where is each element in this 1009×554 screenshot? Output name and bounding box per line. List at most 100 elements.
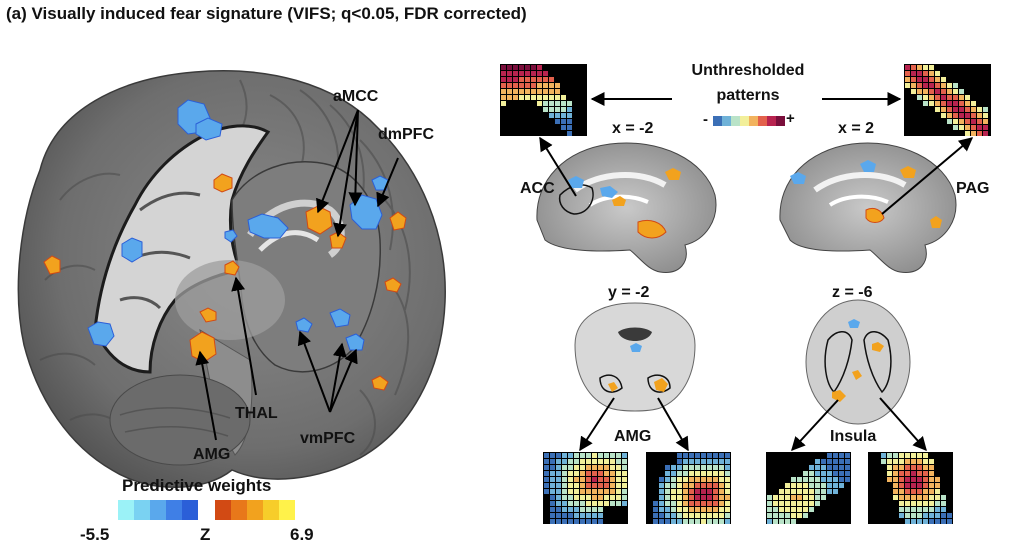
pattern-voxel xyxy=(935,89,940,94)
pattern-voxel xyxy=(797,513,802,518)
pattern-voxel xyxy=(959,125,964,130)
pattern-voxel xyxy=(549,101,554,106)
pattern-voxel xyxy=(567,107,572,112)
pattern-voxel xyxy=(665,477,670,482)
pattern-voxel xyxy=(929,89,934,94)
predictive-weights-title: Predictive weights xyxy=(122,476,272,495)
pattern-voxel xyxy=(695,459,700,464)
pattern-voxel xyxy=(574,501,579,506)
pattern-voxel xyxy=(665,465,670,470)
pattern-voxel xyxy=(719,495,724,500)
pattern-voxel xyxy=(568,471,573,476)
pattern-voxel xyxy=(671,519,676,524)
pattern-voxel xyxy=(695,477,700,482)
pattern-voxel xyxy=(959,95,964,100)
pattern-voxel xyxy=(616,495,621,500)
pattern-voxel xyxy=(671,513,676,518)
pattern-voxel xyxy=(809,489,814,494)
pattern-voxel xyxy=(586,513,591,518)
pattern-voxel xyxy=(543,71,548,76)
pattern-voxel xyxy=(677,507,682,512)
pattern-voxel xyxy=(941,77,946,82)
pattern-voxel xyxy=(604,471,609,476)
pattern-voxel xyxy=(513,77,518,82)
pattern-voxel xyxy=(983,113,988,118)
pattern-voxel xyxy=(893,489,898,494)
pattern-voxel xyxy=(803,495,808,500)
pattern-voxel xyxy=(935,513,940,518)
pattern-voxel xyxy=(971,113,976,118)
pattern-voxel xyxy=(562,495,567,500)
pattern-voxel xyxy=(929,71,934,76)
pattern-voxel xyxy=(568,453,573,458)
pattern-voxel xyxy=(773,501,778,506)
pattern-voxel xyxy=(923,465,928,470)
pattern-voxel xyxy=(929,489,934,494)
pattern-voxel xyxy=(507,77,512,82)
pattern-voxel xyxy=(610,465,615,470)
axial-slice xyxy=(805,299,911,425)
pattern-voxel xyxy=(785,483,790,488)
pattern-voxel xyxy=(911,477,916,482)
pattern-voxel xyxy=(779,519,784,524)
pattern-voxel xyxy=(543,107,548,112)
pattern-voxel xyxy=(671,477,676,482)
zoom-box-insula-left xyxy=(766,452,851,524)
pattern-voxel xyxy=(562,459,567,464)
pattern-voxel xyxy=(959,89,964,94)
pattern-voxel xyxy=(531,83,536,88)
pattern-voxel xyxy=(574,513,579,518)
pattern-voxel xyxy=(713,459,718,464)
pattern-voxel xyxy=(923,101,928,106)
pattern-voxel xyxy=(929,483,934,488)
pattern-voxel xyxy=(586,507,591,512)
label-amcc: aMCC xyxy=(333,88,379,105)
pattern-voxel xyxy=(544,453,549,458)
pattern-voxel xyxy=(899,471,904,476)
pattern-voxel xyxy=(695,507,700,512)
pattern-voxel xyxy=(911,65,916,70)
pattern-voxel xyxy=(683,519,688,524)
pattern-voxel xyxy=(929,95,934,100)
pattern-voxel xyxy=(519,89,524,94)
pattern-voxel xyxy=(833,465,838,470)
slice-label-z: z = -6 xyxy=(832,284,873,301)
slice-label-x-left: x = -2 xyxy=(612,120,654,137)
pattern-voxel xyxy=(701,513,706,518)
pattern-voxel xyxy=(695,483,700,488)
pattern-voxel xyxy=(501,71,506,76)
pattern-voxel xyxy=(665,483,670,488)
pattern-voxel xyxy=(845,471,850,476)
pattern-voxel xyxy=(544,483,549,488)
pattern-voxel xyxy=(519,65,524,70)
pattern-voxel xyxy=(929,471,934,476)
unthresholded-minus: - xyxy=(703,111,708,128)
pattern-voxel xyxy=(689,489,694,494)
pattern-voxel xyxy=(911,459,916,464)
pattern-voxel xyxy=(839,453,844,458)
pattern-voxel xyxy=(797,489,802,494)
pattern-voxel xyxy=(905,501,910,506)
pattern-voxel xyxy=(604,453,609,458)
slice-label-y: y = -2 xyxy=(608,284,650,301)
pattern-voxel xyxy=(719,453,724,458)
pattern-voxel xyxy=(586,465,591,470)
colorbar-swatch xyxy=(182,500,198,520)
pattern-voxel xyxy=(556,477,561,482)
pattern-voxel xyxy=(707,453,712,458)
pattern-voxel xyxy=(917,507,922,512)
pattern-voxel xyxy=(839,465,844,470)
pattern-voxel xyxy=(592,477,597,482)
pattern-voxel xyxy=(555,113,560,118)
pattern-voxel xyxy=(598,465,603,470)
pattern-voxel xyxy=(827,459,832,464)
pattern-voxel xyxy=(941,83,946,88)
pattern-voxel xyxy=(543,95,548,100)
pattern-voxel xyxy=(779,513,784,518)
pattern-voxel xyxy=(616,489,621,494)
pattern-voxel xyxy=(929,501,934,506)
pattern-voxel xyxy=(797,483,802,488)
colorbar-swatch xyxy=(118,500,134,520)
pattern-voxel xyxy=(947,107,952,112)
